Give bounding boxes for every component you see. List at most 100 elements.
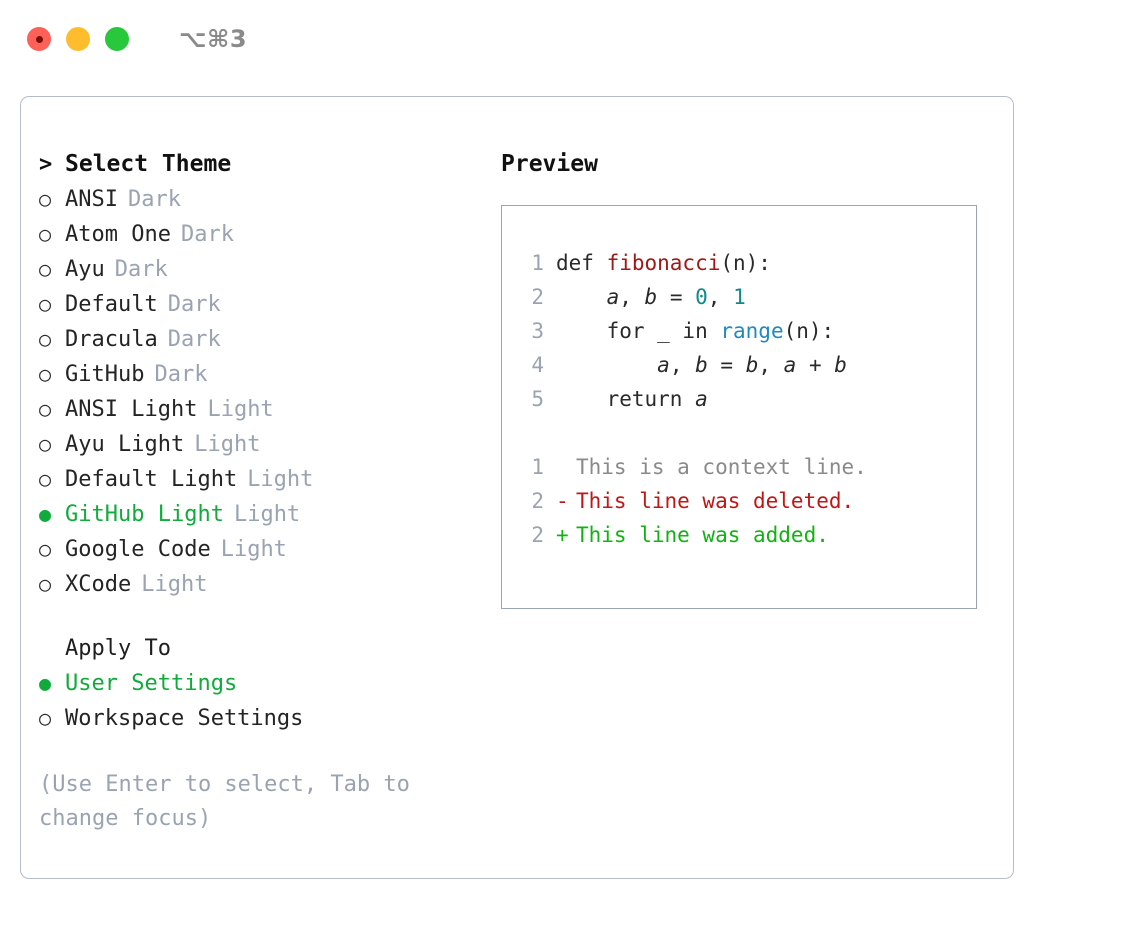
code-token-plain: (n):	[783, 319, 835, 343]
keyboard-shortcut-label: ⌥⌘3	[179, 25, 248, 53]
code-token-var: b	[834, 353, 847, 377]
code-token-plain: =	[657, 285, 696, 309]
diff-sign	[556, 450, 576, 484]
apply-to-item[interactable]: ●User Settings	[39, 666, 479, 701]
radio-unselected-icon[interactable]: ○	[39, 257, 52, 281]
code-token-builtin: range	[720, 319, 784, 343]
theme-list-item-variant: Light	[233, 502, 301, 527]
theme-list-item[interactable]: ○ XCode Light	[39, 567, 479, 602]
code-token-var: a	[606, 285, 620, 309]
theme-list-item-variant: Dark	[167, 292, 221, 317]
theme-list-item-variant: Light	[141, 572, 208, 597]
code-token-var: b	[695, 353, 708, 377]
title-bar: ⌥⌘3	[0, 0, 1140, 78]
diff-line-removed: 2-This line was deleted.	[520, 484, 976, 518]
minimize-button[interactable]	[66, 27, 90, 51]
close-button[interactable]	[27, 27, 51, 51]
radio-unselected-icon[interactable]: ○	[39, 362, 52, 386]
theme-list-item-label: Default Light	[65, 467, 238, 492]
theme-list-item[interactable]: ○ ANSI Dark	[39, 182, 479, 217]
theme-list-item-label: ANSI Light	[65, 397, 198, 422]
radio-unselected-icon[interactable]: ○	[39, 187, 52, 211]
radio-unselected-icon[interactable]: ○	[39, 537, 52, 561]
radio-unselected-icon[interactable]: ○	[39, 706, 52, 730]
theme-list-item[interactable]: ○ Default Dark	[39, 287, 479, 322]
code-token-var: b	[745, 353, 759, 377]
code-line-content: a, b = 0, 1	[556, 280, 746, 314]
code-token-plain: +	[796, 353, 835, 377]
radio-selected-icon[interactable]: ●	[39, 502, 52, 526]
code-token-plain: (n):	[720, 251, 771, 275]
radio-unselected-icon[interactable]: ○	[39, 467, 52, 491]
code-token-var: b	[644, 285, 658, 309]
maximize-button[interactable]	[105, 27, 129, 51]
code-token-func: fibonacci	[606, 251, 721, 275]
theme-list-item-variant: Light	[207, 397, 274, 422]
radio-unselected-icon[interactable]: ○	[39, 327, 52, 351]
radio-unselected-icon[interactable]: ○	[39, 432, 52, 456]
code-token-var: a	[695, 387, 708, 411]
code-token-plain	[556, 285, 607, 309]
code-token-var: a	[783, 353, 797, 377]
code-token-plain	[556, 353, 657, 377]
theme-list-item[interactable]: ○ Atom One Dark	[39, 217, 479, 252]
theme-list-item[interactable]: ○ Google Code Light	[39, 532, 479, 567]
code-token-num: 1	[733, 285, 746, 309]
theme-list-item-variant: Dark	[180, 222, 234, 247]
radio-selected-icon[interactable]: ●	[39, 671, 52, 695]
apply-to-item[interactable]: ○Workspace Settings	[39, 701, 479, 736]
theme-list-item-label: Google Code	[65, 537, 211, 562]
code-line: 3 for _ in range(n):	[520, 314, 976, 348]
apply-to-header-label: Apply To	[65, 636, 171, 661]
radio-unselected-icon[interactable]: ○	[39, 292, 52, 316]
code-line-content: def fibonacci(n):	[556, 246, 771, 280]
theme-list-item[interactable]: ○ Dracula Dark	[39, 322, 479, 357]
theme-list-item-variant: Light	[194, 432, 261, 457]
theme-list-item-label: ANSI	[65, 187, 118, 212]
radio-unselected-icon[interactable]: ○	[39, 397, 52, 421]
theme-list-item-variant: Dark	[167, 327, 221, 352]
select-theme-header: > Select Theme	[39, 147, 479, 182]
theme-list-item-label: Ayu	[65, 257, 105, 282]
theme-list-item-variant: Dark	[114, 257, 168, 282]
code-line-content: a, b = b, a + b	[556, 348, 847, 382]
traffic-light-group	[27, 27, 129, 51]
theme-list-item-variant: Light	[220, 537, 287, 562]
code-line-number: 1	[531, 251, 544, 275]
select-theme-header-label: Select Theme	[65, 151, 232, 177]
code-line-number: 5	[531, 387, 544, 411]
theme-list-item[interactable]: ○ Ayu Dark	[39, 252, 479, 287]
theme-list-item-label: XCode	[65, 572, 132, 597]
code-line-number: 3	[531, 319, 544, 343]
diff-spacer	[520, 416, 976, 450]
code-token-plain: for _ in	[556, 319, 721, 343]
code-line-number: 2	[531, 285, 544, 309]
radio-unselected-icon[interactable]: ○	[39, 572, 52, 596]
keyboard-hint-text: (Use Enter to select, Tab to change focu…	[39, 772, 424, 831]
diff-line-number: 2	[531, 523, 544, 547]
theme-list-item-label: Default	[65, 292, 158, 317]
code-line-content: return a	[556, 382, 708, 416]
theme-list-item-variant: Dark	[154, 362, 208, 387]
radio-unselected-icon[interactable]: ○	[39, 222, 52, 246]
diff-sign: +	[556, 523, 569, 547]
theme-list-item-label: Atom One	[65, 222, 171, 247]
section-spacer	[39, 602, 479, 632]
theme-list-item[interactable]: ○ ANSI Light Light	[39, 392, 479, 427]
theme-list-item-variant: Dark	[127, 187, 181, 212]
theme-list-item-label: Dracula	[65, 327, 158, 352]
diff-line-number: 1	[531, 455, 544, 479]
code-token-plain: ,	[707, 285, 734, 309]
prompt-caret-icon: >	[39, 152, 53, 177]
